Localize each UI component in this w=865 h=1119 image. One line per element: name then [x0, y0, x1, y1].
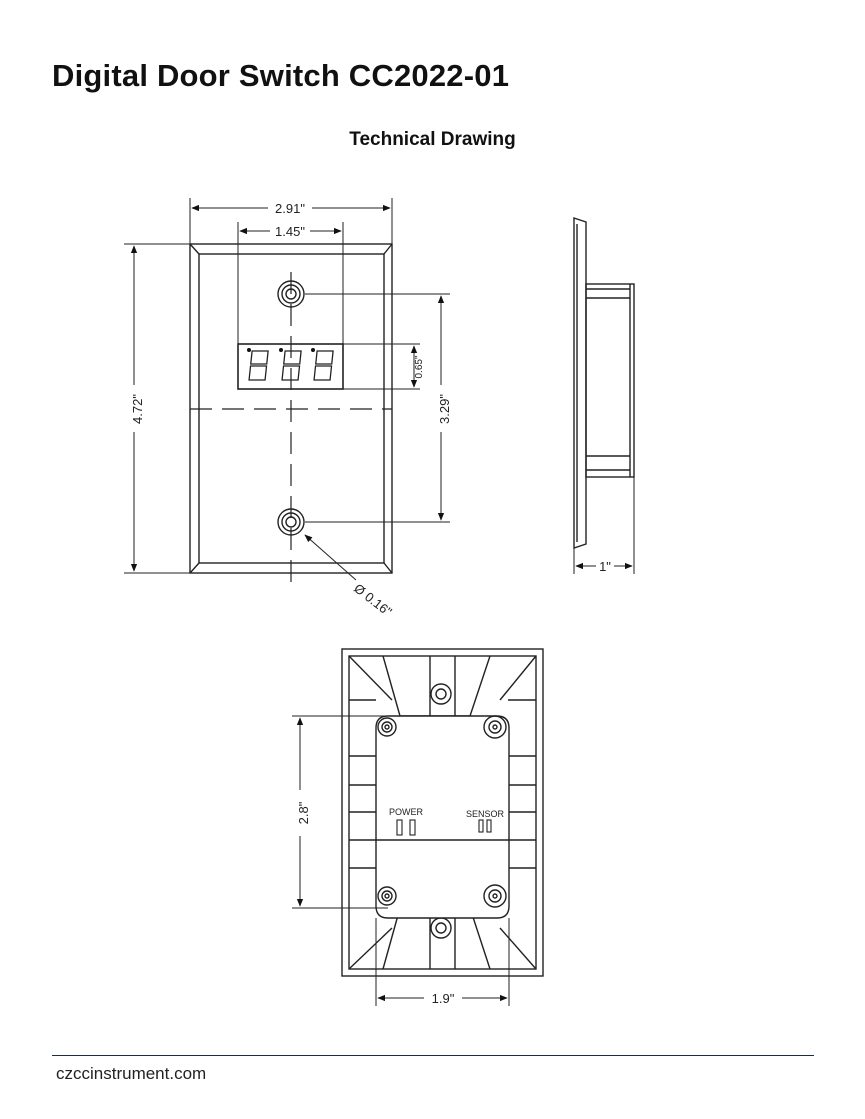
module-screw-tr	[483, 715, 507, 739]
module-screw-bl	[377, 886, 397, 906]
front-dimensions	[124, 198, 450, 581]
dim-back-height: 2.8"	[296, 801, 311, 824]
page-title: Digital Door Switch CC2022-01	[52, 58, 510, 93]
dim-front-width: 2.91"	[275, 201, 305, 216]
dim-display-width: 1.45"	[275, 224, 305, 239]
dim-hole-diameter: Ø 0.16"	[351, 581, 395, 620]
back-top-screw-boss	[430, 683, 452, 705]
dim-front-height: 4.72"	[130, 394, 145, 424]
module-screw-tl	[377, 717, 397, 737]
dim-display-height: 0.65"	[414, 355, 425, 378]
side-view	[573, 217, 635, 549]
dim-screw-spacing: 3.29"	[437, 394, 452, 424]
power-terminal-1	[396, 819, 403, 836]
circuit-module	[375, 715, 510, 919]
side-dimensions	[573, 477, 635, 574]
back-bottom-screw-boss	[430, 917, 452, 939]
seven-segment-digits	[248, 350, 334, 381]
sensor-terminal-2	[486, 819, 492, 833]
back-dimensions	[292, 715, 510, 1006]
power-terminal-2	[409, 819, 416, 836]
footer-website: czccinstrument.com	[56, 1064, 207, 1083]
dim-back-width: 1.9"	[432, 991, 455, 1006]
back-view	[341, 648, 544, 977]
drawing-subtitle: Technical Drawing	[349, 129, 516, 150]
front-view	[189, 243, 393, 590]
module-screw-br	[483, 884, 507, 908]
dim-side-depth: 1"	[599, 559, 611, 574]
back-plate-outer	[341, 648, 544, 977]
power-label: POWER	[389, 807, 424, 817]
footer-divider	[52, 1055, 814, 1056]
sensor-terminal-1	[478, 819, 484, 833]
sensor-label: SENSOR	[466, 809, 505, 819]
